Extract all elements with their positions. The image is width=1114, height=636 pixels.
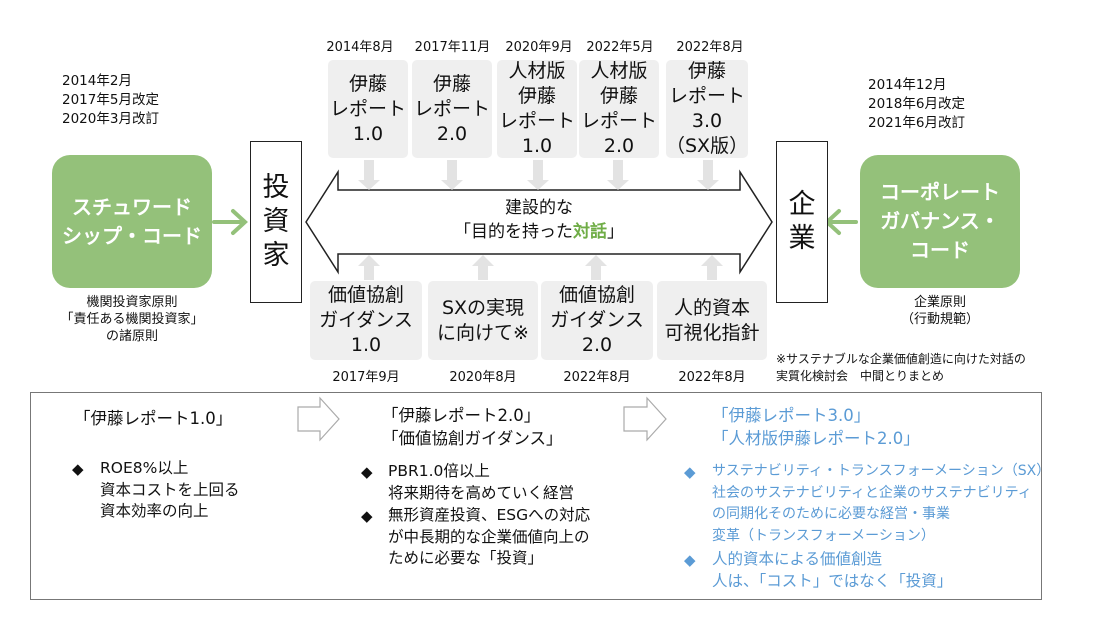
- panel-col2-bullet-2: 無形資産投資、ESGへの対応 が中長期的な企業価値向上の ために必要な「投資」: [388, 506, 591, 567]
- top-date-2: 2017年11月: [414, 40, 491, 55]
- human-capital-box: 人的資本 可視化指針: [657, 281, 767, 360]
- diamond-bullet-icon: ◆: [361, 507, 373, 525]
- company-pillar: 企 業: [776, 141, 828, 303]
- value-guidance-2-box: 価値協創 ガイダンス 2.0: [541, 281, 653, 360]
- ito-report-2-box: 伊藤 レポート 2.0: [412, 60, 492, 158]
- value-guidance-1-box: 価値協創 ガイダンス 1.0: [310, 281, 422, 360]
- left-green-arrow: [212, 209, 248, 235]
- bottom-date-2: 2020年8月: [449, 370, 517, 385]
- investor-pillar: 投 資 家: [250, 141, 302, 303]
- top-date-1: 2014年8月: [326, 40, 394, 55]
- governance-code-box: コーポレート ガバナンス・ コード: [860, 155, 1020, 288]
- dialogue-line-1: 建設的な: [505, 198, 573, 218]
- stewardship-note: 機関投資家原則 「責任ある機関投資家」 の諸原則: [60, 295, 204, 344]
- panel-col1-title: 「伊藤レポート1.0」: [74, 409, 233, 428]
- stewardship-code-box: スチュワード シップ・コード: [52, 155, 212, 288]
- top-down-arrows: [358, 160, 719, 190]
- hr-ito-report-1-box: 人材版 伊藤 レポート 1.0: [497, 60, 577, 158]
- dialogue-line-2: 「目的を持った対話」: [338, 220, 740, 244]
- governance-note: 企業原則 （行動規範）: [900, 295, 979, 327]
- diamond-bullet-icon: ◆: [684, 551, 696, 569]
- dialogue-double-arrow: [305, 169, 773, 275]
- footnote: ※サステナブルな企業価値創造に向けた対話の 実質化検討会 中間とりまとめ: [776, 352, 1026, 383]
- sx-realization-box: SXの実現 に向けて※: [428, 281, 538, 360]
- dialogue-pre: 「目的を持った: [454, 222, 573, 242]
- dialogue-emphasis: 対話: [573, 222, 607, 242]
- diamond-bullet-icon: ◆: [361, 463, 373, 481]
- governance-dates: 2014年12月 2018年6月改定 2021年6月改訂: [868, 77, 965, 131]
- diamond-bullet-icon: ◆: [684, 463, 696, 481]
- summary-panel: [30, 392, 1042, 600]
- ito-report-1-box: 伊藤 レポート 1.0: [328, 60, 408, 158]
- stewardship-dates: 2014年2月 2017年5月改定 2020年3月改訂: [62, 73, 159, 127]
- panel-col2-bullet-1: PBR1.0倍以上 将来期待を高めていく経営: [388, 462, 575, 502]
- flow-arrow-2: [623, 396, 667, 442]
- panel-col1-bullet-1: ROE8%以上 資本コストを上回る 資本効率の向上: [100, 459, 240, 520]
- top-date-5: 2022年8月: [676, 40, 744, 55]
- dialogue-label: 建設的な 「目的を持った対話」: [338, 196, 740, 244]
- diamond-bullet-icon: ◆: [72, 460, 84, 478]
- top-date-3: 2020年9月: [505, 40, 573, 55]
- bottom-up-arrows: [358, 255, 723, 280]
- ito-report-3-box: 伊藤 レポート 3.0 （SX版）: [666, 60, 749, 158]
- bottom-date-1: 2017年9月: [332, 370, 400, 385]
- top-date-4: 2022年5月: [586, 40, 654, 55]
- dialogue-post: 」: [607, 222, 624, 242]
- panel-col2-title: 「伊藤レポート2.0」 「価値協創ガイダンス」: [382, 406, 563, 448]
- bottom-date-4: 2022年8月: [678, 370, 746, 385]
- right-green-arrow: [824, 209, 858, 235]
- panel-col3-bullet-2: 人的資本による価値創造 人は、「コスト」ではなく「投資」: [712, 550, 953, 590]
- bottom-date-3: 2022年8月: [563, 370, 631, 385]
- hr-ito-report-2-box: 人材版 伊藤 レポート 2.0: [579, 60, 659, 158]
- panel-col3-bullet-1: サステナビリティ・トランスフォーメーション（SX） 社会のサステナビリティと企業…: [712, 463, 1051, 544]
- panel-col3-title: 「伊藤レポート3.0」 「人材版伊藤レポート2.0」: [712, 406, 920, 448]
- flow-arrow-1: [297, 396, 340, 442]
